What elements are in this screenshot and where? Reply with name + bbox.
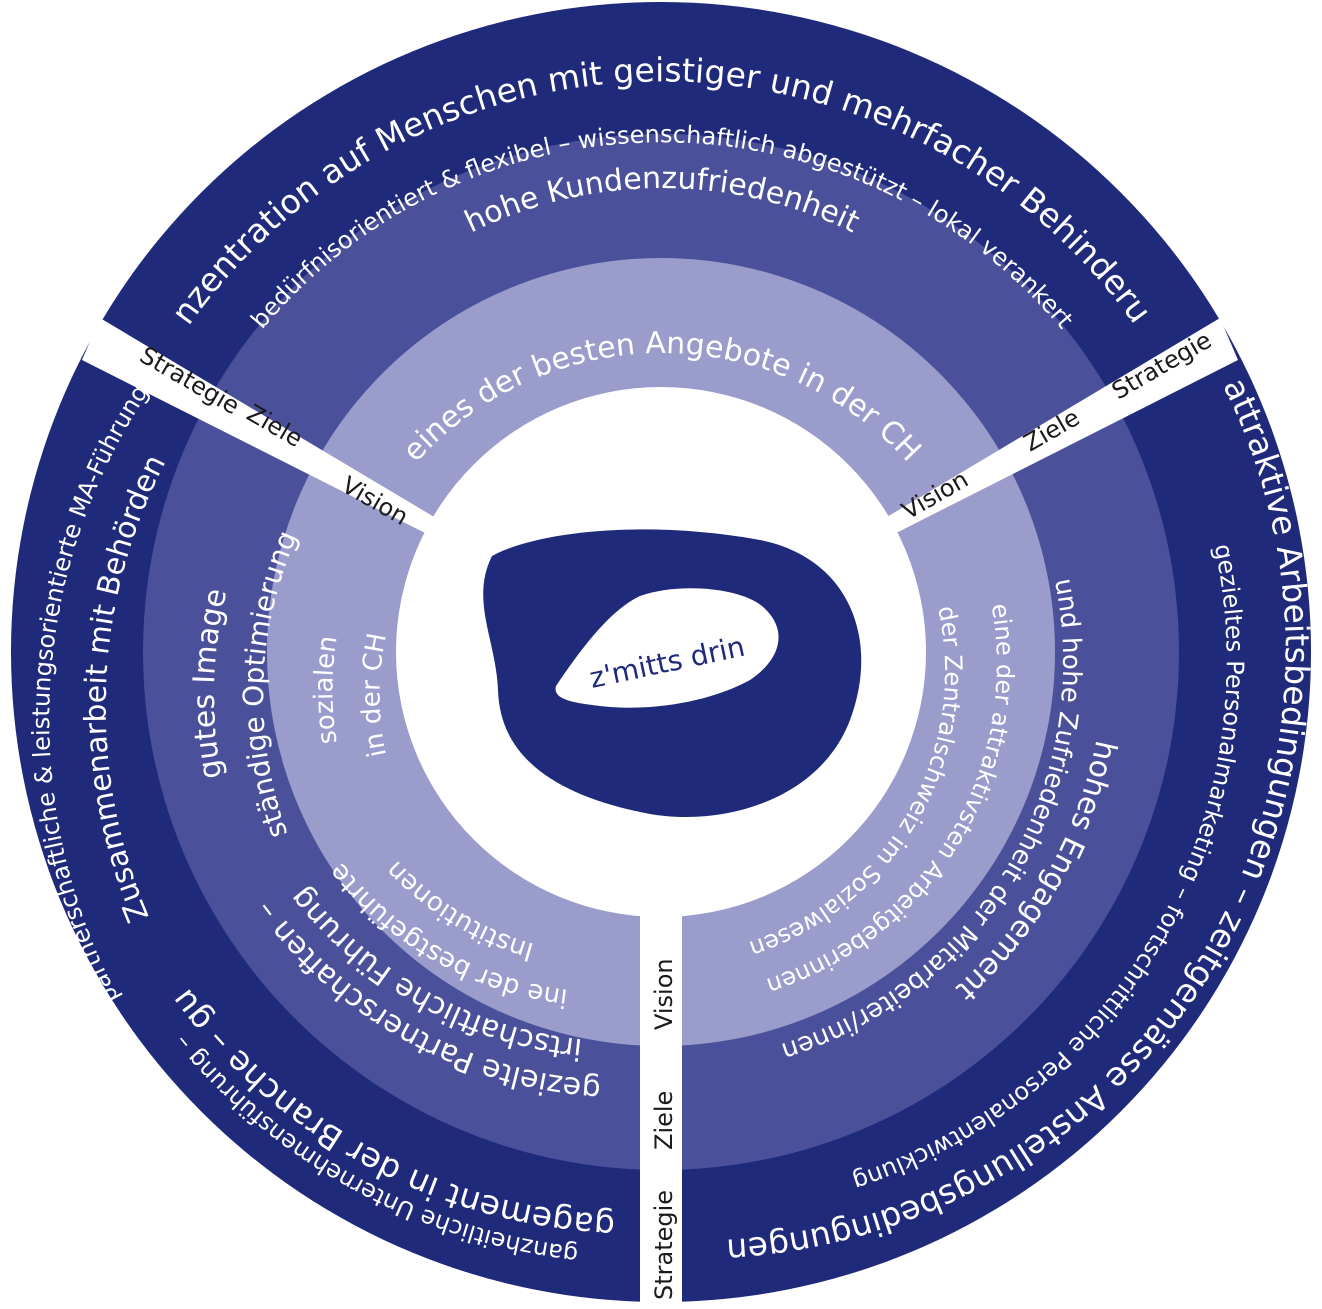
separator-bottom-labels: Vision Ziele Strategie: [650, 958, 678, 1300]
sep-bottom-vision: Vision: [650, 958, 678, 1030]
center-logo: z'mitts drin: [483, 529, 862, 818]
sep-bottom-ziele: Ziele: [650, 1091, 678, 1150]
sep-bottom-strategie: Strategie: [650, 1190, 678, 1300]
center-highlight: [555, 588, 779, 708]
